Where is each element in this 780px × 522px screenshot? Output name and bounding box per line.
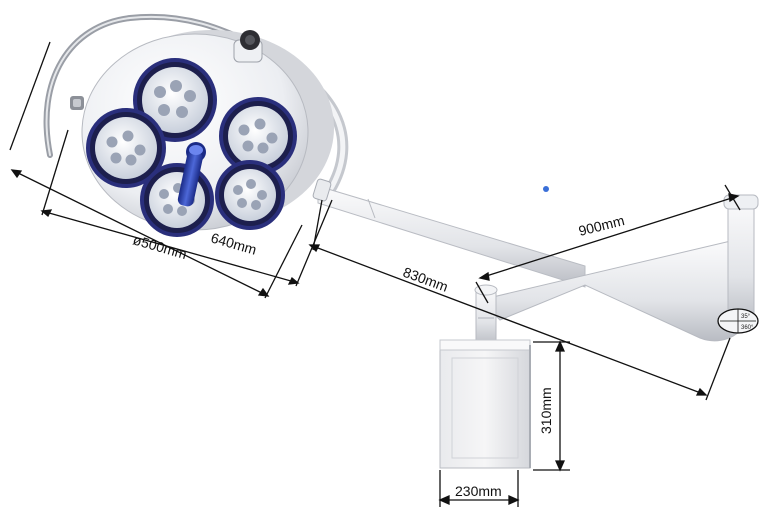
arm-system: 35° 360°: [312, 178, 759, 469]
dim-box-height: 310mm: [538, 387, 554, 434]
led-module-left: [86, 108, 166, 188]
power-box: [439, 339, 531, 469]
dim-lamp-overall: 640mm: [209, 230, 258, 258]
led-module-top: [133, 58, 217, 142]
side-knob[interactable]: [70, 96, 84, 110]
dimension-lines: [9, 41, 741, 507]
lamp-head: [43, 13, 349, 237]
status-dot: [543, 186, 549, 192]
yoke-tube-highlight: [45, 15, 256, 156]
dim-arm-span: 900mm: [577, 212, 626, 239]
joint-mark-lower: 360°: [741, 325, 754, 331]
rotation-joint-marker: 35° 360°: [717, 308, 759, 334]
dim-arm-length: 830mm: [401, 264, 450, 295]
led-module-right: [219, 97, 297, 175]
dim-box-width: 230mm: [455, 483, 502, 499]
spring-arm-collar: [312, 178, 332, 202]
led-module-icon: [154, 86, 166, 98]
top-pivot-knob[interactable]: [233, 30, 263, 63]
led-module-bottom-right: [215, 160, 285, 230]
led-module-bottom-left: [140, 163, 214, 237]
handle-icon[interactable]: [177, 142, 206, 207]
joint-mark-upper: 35°: [741, 314, 751, 320]
spring-arm[interactable]: [317, 185, 586, 288]
